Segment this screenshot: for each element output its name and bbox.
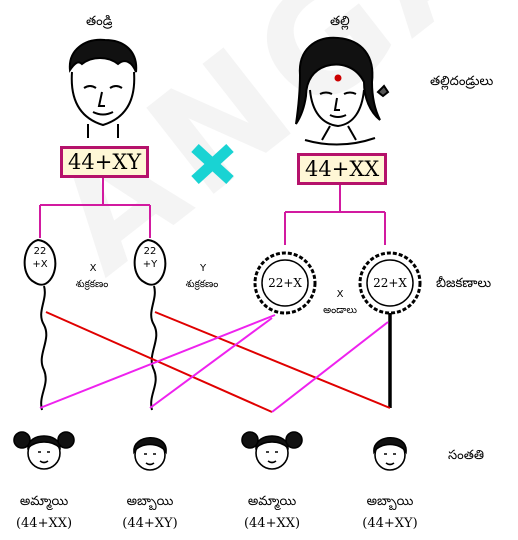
child-1-genotype: (44+XX) <box>15 516 73 531</box>
father-label: తండ్రి <box>86 14 113 29</box>
child-4-label: అబ్బాయి <box>366 494 414 509</box>
sperm-2-text: 22 +Y <box>142 246 158 270</box>
sperm-1-text: 22 +X <box>32 246 48 270</box>
fertilization-lines <box>39 311 391 413</box>
egg-1-text: 22+X <box>268 276 302 290</box>
sperm-1 <box>23 238 57 411</box>
child-3-genotype: (44+XX) <box>243 516 301 531</box>
mother-karyotype: 44+XX <box>297 153 388 185</box>
cross-icon <box>191 143 234 185</box>
mother-connector <box>284 182 386 245</box>
egg-caption: అండాలు <box>323 305 357 316</box>
father-karyotype: 44+XY <box>60 146 150 178</box>
child-2-face <box>133 437 167 471</box>
sperm-2-caption-top: Y <box>199 263 207 274</box>
child-1-label: అమ్మాయి <box>19 494 69 509</box>
child-1-face <box>13 431 75 470</box>
sperm-2-caption: శుక్రకణం <box>185 279 219 290</box>
child-4-genotype: (44+XY) <box>362 516 418 531</box>
egg-1 <box>253 251 317 315</box>
child-2-genotype: (44+XY) <box>122 516 178 531</box>
gametes-label: బీజకణాలు <box>436 276 492 291</box>
offspring-label: సంతతి <box>448 448 484 463</box>
sperm-1-caption: శుక్రకణం <box>75 279 109 290</box>
parents-label: తల్లిదండ్రులు <box>430 74 494 89</box>
egg-2 <box>358 251 422 408</box>
father-connector <box>39 176 151 238</box>
child-3-label: అమ్మాయి <box>247 494 297 509</box>
mother-face <box>295 36 390 146</box>
sperm-1-caption-top: X <box>89 263 97 274</box>
father-face <box>68 38 138 138</box>
egg-2-text: 22+X <box>373 276 407 290</box>
mother-label: తల్లి <box>330 14 350 29</box>
sperm-2 <box>133 238 167 411</box>
child-3-face <box>241 431 303 470</box>
egg-caption-top: X <box>336 289 344 300</box>
child-4-face <box>373 437 407 471</box>
child-2-label: అబ్బాయి <box>126 494 174 509</box>
